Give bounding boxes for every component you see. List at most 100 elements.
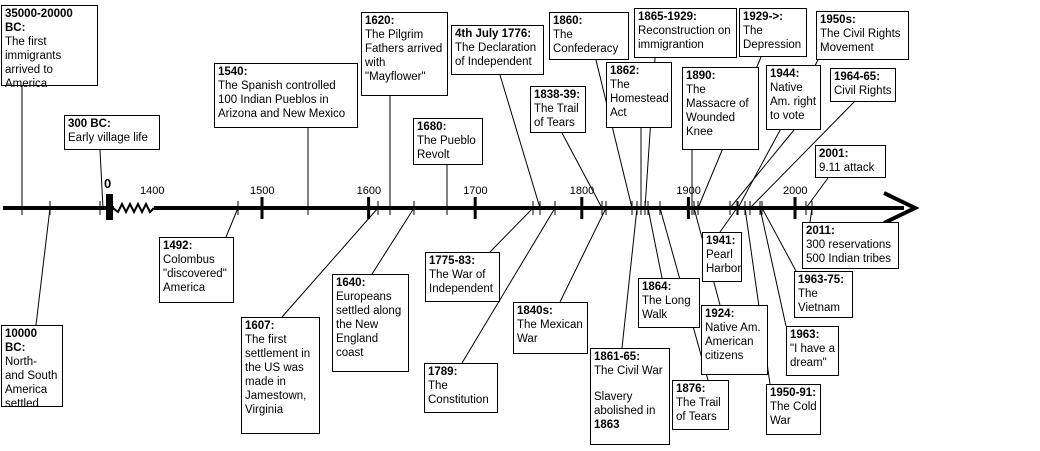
- axis-ticks: [21, 197, 813, 219]
- event-text: Reconstruction on immigrantion: [638, 25, 731, 51]
- event-text: The War of Independent: [429, 269, 493, 295]
- event-date: 1607:: [245, 320, 275, 332]
- event-text: The Trail of Tears: [534, 103, 579, 129]
- event-text: The Confederacy: [553, 29, 619, 55]
- event-box: 1492: Colombus "discovered" America: [159, 237, 234, 303]
- event-date: 4th July 1776:: [455, 28, 532, 40]
- event-date: 1789:: [428, 366, 458, 378]
- event-date: 1840s:: [517, 305, 553, 317]
- event-box: 1864: The Long Walk: [638, 278, 700, 328]
- event-box: 300 BC: Early village life: [64, 115, 160, 150]
- event-box: 1862: The Homestead Act: [606, 62, 672, 128]
- event-date: 10000 BC:: [5, 328, 37, 354]
- event-text: The Declaration of Independent: [455, 42, 537, 68]
- event-date: 1861-65:: [594, 351, 641, 363]
- event-box: 1941: Pearl Harbor: [702, 232, 742, 282]
- event-date: 35000-20000 BC:: [5, 8, 73, 34]
- event-text: Europeans settled along the New England …: [336, 291, 402, 359]
- event-box: 1620: The Pilgrim Fathers arrived with "…: [361, 12, 448, 96]
- event-date: 1924:: [705, 308, 735, 320]
- event-text: The Civil War: [594, 365, 663, 377]
- axis-zero-marker: [106, 194, 113, 220]
- event-box: 4th July 1776: The Declaration of Indepe…: [451, 25, 544, 75]
- event-date: 1963-75:: [798, 274, 845, 286]
- event-text: The Pueblo Revolt: [417, 135, 476, 161]
- event-text: North- and South America settled: [5, 356, 58, 410]
- event-text: Colombus "discovered" America: [163, 254, 227, 294]
- event-text: The Civil Rights Movement: [820, 28, 901, 54]
- event-text: The Depression: [743, 25, 802, 51]
- event-text: Native Am. American citizens: [705, 322, 761, 362]
- event-date: 1944:: [770, 68, 800, 80]
- event-text: The Homestead Act: [610, 79, 669, 119]
- event-date: 1929->:: [743, 11, 783, 23]
- event-date: 1864:: [642, 281, 672, 293]
- event-box: 1964-65: Civil Rights: [830, 68, 896, 102]
- event-box: 1775-83: The War of Independent: [425, 252, 500, 302]
- event-box: 1876: The Trail of Tears: [672, 380, 729, 430]
- event-date: 1941:: [706, 235, 736, 247]
- event-box: 1865-1929: Reconstruction on immigrantio…: [634, 8, 737, 58]
- event-text: The Trail of Tears: [676, 397, 721, 423]
- event-box: 1944: Native Am. right to vote: [766, 65, 821, 130]
- axis-tick-label: 1700: [463, 185, 487, 197]
- event-box: 1540: The Spanish controlled 100 Indian …: [214, 63, 358, 128]
- axis-arrowhead: [883, 191, 920, 225]
- event-text: 300 reservations 500 Indian tribes: [806, 239, 892, 265]
- event-box: 1924: Native Am. American citizens: [701, 305, 768, 375]
- event-text-extra: Slavery abolished in: [594, 391, 656, 417]
- axis-break-zigzag: [112, 201, 155, 215]
- event-box: 10000 BC: North- and South America settl…: [1, 325, 63, 410]
- event-text: The Spanish controlled 100 Indian Pueblo…: [218, 80, 346, 120]
- event-date: 1964-65:: [834, 71, 881, 83]
- event-text: Early village life: [68, 132, 148, 144]
- axis-tick-label: 1800: [570, 185, 594, 197]
- event-date: 1492:: [163, 240, 193, 252]
- axis-tick-label: 1400: [140, 185, 164, 197]
- event-date: 1876:: [676, 383, 706, 395]
- event-date: 1963:: [790, 329, 820, 341]
- event-date: 1860:: [553, 15, 583, 27]
- event-date: 1890:: [686, 70, 716, 82]
- event-box: 1640: Europeans settled along the New En…: [332, 274, 409, 372]
- event-date: 1540:: [218, 66, 248, 78]
- event-text: "I have a dream": [790, 343, 836, 369]
- event-text: The Mexican War: [517, 319, 583, 345]
- event-box: 1838-39: The Trail of Tears: [530, 86, 586, 133]
- event-text: The first immigrants arrived to America: [5, 36, 62, 90]
- connector-lines: [21, 56, 859, 385]
- event-text: Civil Rights: [834, 85, 892, 97]
- event-box: 1950s: The Civil Rights Movement: [816, 11, 909, 60]
- event-date: 1950s:: [820, 14, 856, 26]
- event-date: 2011:: [806, 225, 835, 237]
- event-box: 2001: 9.11 attack: [815, 145, 886, 178]
- event-box: 1607: The first settlement in the US was…: [241, 317, 320, 434]
- event-text: The Cold War: [770, 401, 817, 427]
- event-date: 1950-91:: [770, 387, 817, 399]
- event-date: 1640:: [336, 277, 366, 289]
- event-box: 1963: "I have a dream": [786, 326, 839, 376]
- event-text: The Long Walk: [642, 295, 691, 321]
- axis-tick-label: 1600: [357, 185, 381, 197]
- event-box: 2011: 300 reservations 500 Indian tribes: [802, 222, 899, 269]
- event-box: 1789: The Constitution: [424, 363, 498, 413]
- event-date: 2001:: [819, 148, 849, 160]
- event-date-extra: 1863: [594, 419, 620, 431]
- event-text: 9.11 attack: [819, 162, 875, 174]
- event-text: The Pilgrim Fathers arrived with "Mayflo…: [365, 29, 443, 83]
- axis-tick-label: 1500: [250, 185, 274, 197]
- event-box: 1963-75: The Vietnam: [794, 271, 853, 318]
- event-box: 1861-65: The Civil War Slavery abolished…: [590, 348, 670, 445]
- event-box: 1890: The Massacre of Wounded Knee: [682, 67, 759, 150]
- axis-break-gap: [114, 200, 154, 216]
- event-date: 1862:: [610, 65, 640, 77]
- event-box: 1929->: The Depression: [739, 8, 807, 57]
- axis-label-zero: 0: [104, 176, 111, 191]
- event-text: The first settlement in the US was made …: [245, 334, 311, 416]
- event-date: 1620:: [365, 15, 395, 27]
- event-date: 1865-1929:: [638, 11, 697, 23]
- event-box: 1680: The Pueblo Revolt: [413, 118, 483, 165]
- event-date: 1838-39:: [534, 89, 581, 101]
- event-date: 300 BC:: [68, 118, 111, 130]
